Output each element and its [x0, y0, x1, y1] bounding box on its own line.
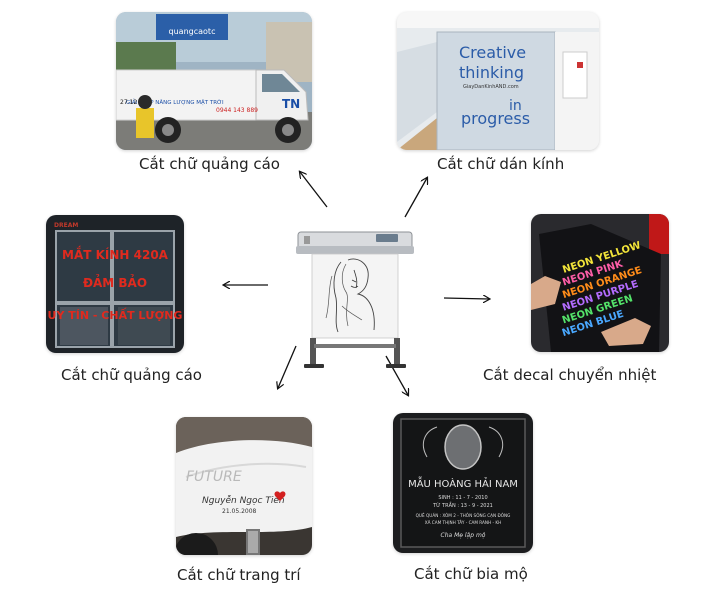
caption-decorative-letters: Cắt chữ trang trí — [177, 566, 301, 584]
photo-truck-lettering: quangcaotc GIẢI PHÁP NĂNG LƯỢNG MẶT TRỜI… — [116, 12, 312, 150]
caption-heat-transfer-decal: Cắt decal chuyển nhiệt — [483, 366, 657, 384]
svg-text:Creative: Creative — [459, 43, 526, 62]
svg-text:ĐẢM BẢO: ĐẢM BẢO — [83, 274, 147, 290]
photo-glass-lettering: Creative thinking GiayDanKinhAND.com in … — [397, 12, 599, 150]
svg-text:progress: progress — [461, 109, 530, 128]
svg-text:0944 143 889: 0944 143 889 — [216, 107, 258, 114]
arrow-to-top-left — [300, 172, 328, 208]
svg-text:Cha Mẹ lập mộ: Cha Mẹ lập mộ — [441, 532, 486, 539]
arrow-to-top-right — [404, 178, 427, 218]
caption-glass-decal: Cắt chữ dán kính — [437, 155, 565, 173]
caption-advertising-letters-2: Cắt chữ quảng cáo — [61, 366, 202, 384]
svg-text:27.12: 27.12 — [120, 99, 137, 106]
svg-text:in: in — [509, 98, 522, 114]
arrow-to-bottom-left — [278, 345, 297, 388]
photo-motorbike-decoration: FUTURE Nguyễn Ngọc Tiến 21.05.2008 — [176, 417, 312, 555]
arrow-to-right — [443, 298, 489, 299]
svg-text:TỪ TRẦN : 13 - 9 - 2021: TỪ TRẦN : 13 - 9 - 2021 — [432, 501, 493, 509]
vinyl-cutter-plotter-icon — [296, 226, 414, 372]
photo-heat-transfer-shirt: NEON YELLOW NEON PINK NEON ORANGE NEON P… — [531, 214, 669, 352]
svg-text:UY TÍN - CHẤT LƯỢNG: UY TÍN - CHẤT LƯỢNG — [48, 307, 183, 322]
svg-text:SINH : 11 - 7 - 2010: SINH : 11 - 7 - 2010 — [438, 495, 487, 501]
caption-advertising-letters-1: Cắt chữ quảng cáo — [139, 155, 280, 173]
svg-text:GIẢI PHÁP NĂNG LƯỢNG MẶT TRỜI: GIẢI PHÁP NĂNG LƯỢNG MẶT TRỜI — [126, 98, 224, 106]
photo-tombstone-lettering: MẪU HOÀNG HẢI NAM SINH : 11 - 7 - 2010 T… — [393, 413, 533, 553]
svg-text:TN: TN — [282, 97, 300, 111]
caption-tombstone-letters: Cắt chữ bia mộ — [414, 565, 528, 583]
svg-text:XÃ CAM THỊNH TÂY - CAM RANH -: XÃ CAM THỊNH TÂY - CAM RANH - KH — [425, 520, 502, 525]
svg-text:21.05.2008: 21.05.2008 — [222, 508, 257, 515]
svg-text:DREAM: DREAM — [54, 222, 78, 229]
svg-text:Nguyễn Ngọc Tiến: Nguyễn Ngọc Tiến — [202, 495, 285, 506]
svg-text:QUÊ QUÁN : XÓM 2 - THÔN SÔNG C: QUÊ QUÁN : XÓM 2 - THÔN SÔNG CẠN ĐÔNG — [416, 513, 511, 518]
svg-text:MẮT KÍNH 420A: MẮT KÍNH 420A — [62, 246, 169, 262]
svg-text:MẪU HOÀNG HẢI NAM: MẪU HOÀNG HẢI NAM — [408, 475, 518, 490]
svg-text:quangcaotc: quangcaotc — [169, 27, 216, 36]
svg-text:GiayDanKinhAND.com: GiayDanKinhAND.com — [463, 84, 519, 90]
photo-shop-window-lettering: DREAM MẮT KÍNH 420A ĐẢM BẢO UY TÍN - CHẤ… — [46, 215, 184, 353]
svg-text:thinking: thinking — [459, 63, 524, 82]
svg-text:FUTURE: FUTURE — [186, 469, 242, 485]
